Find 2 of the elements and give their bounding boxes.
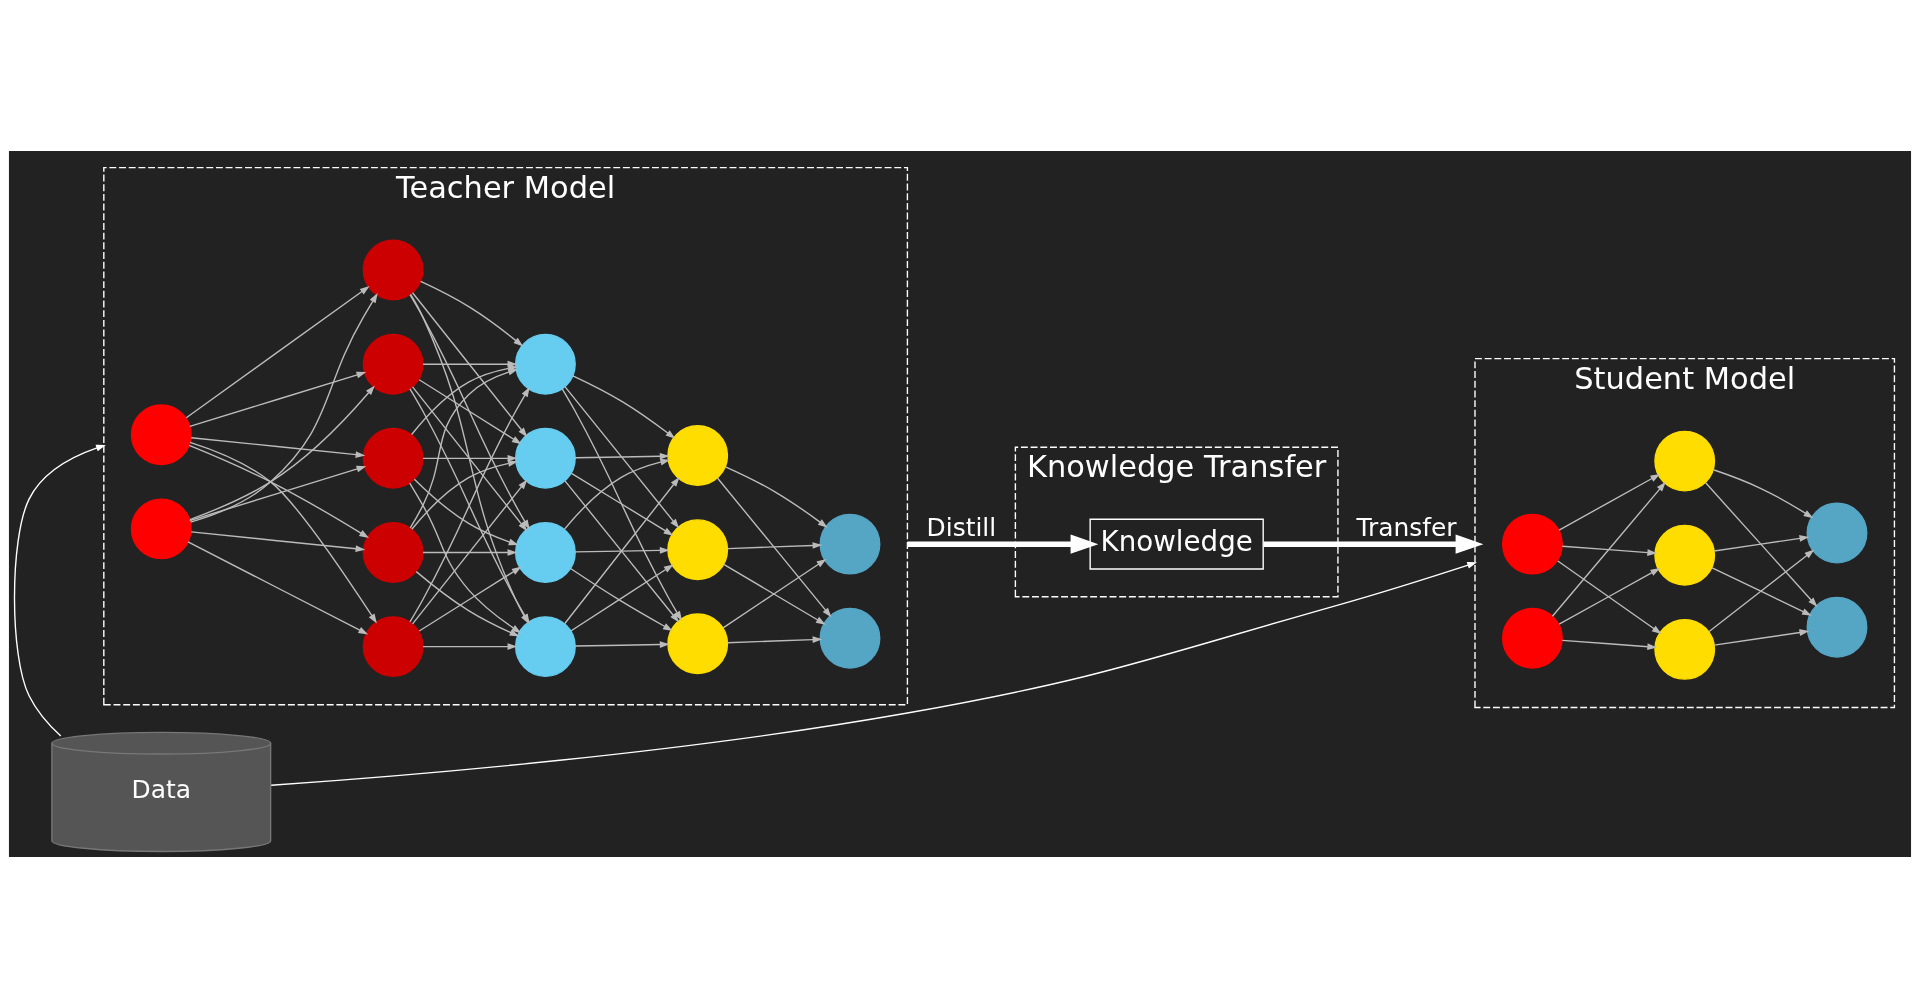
edge-label: Distill <box>926 513 997 543</box>
edge-label: Transfer <box>1356 513 1457 543</box>
